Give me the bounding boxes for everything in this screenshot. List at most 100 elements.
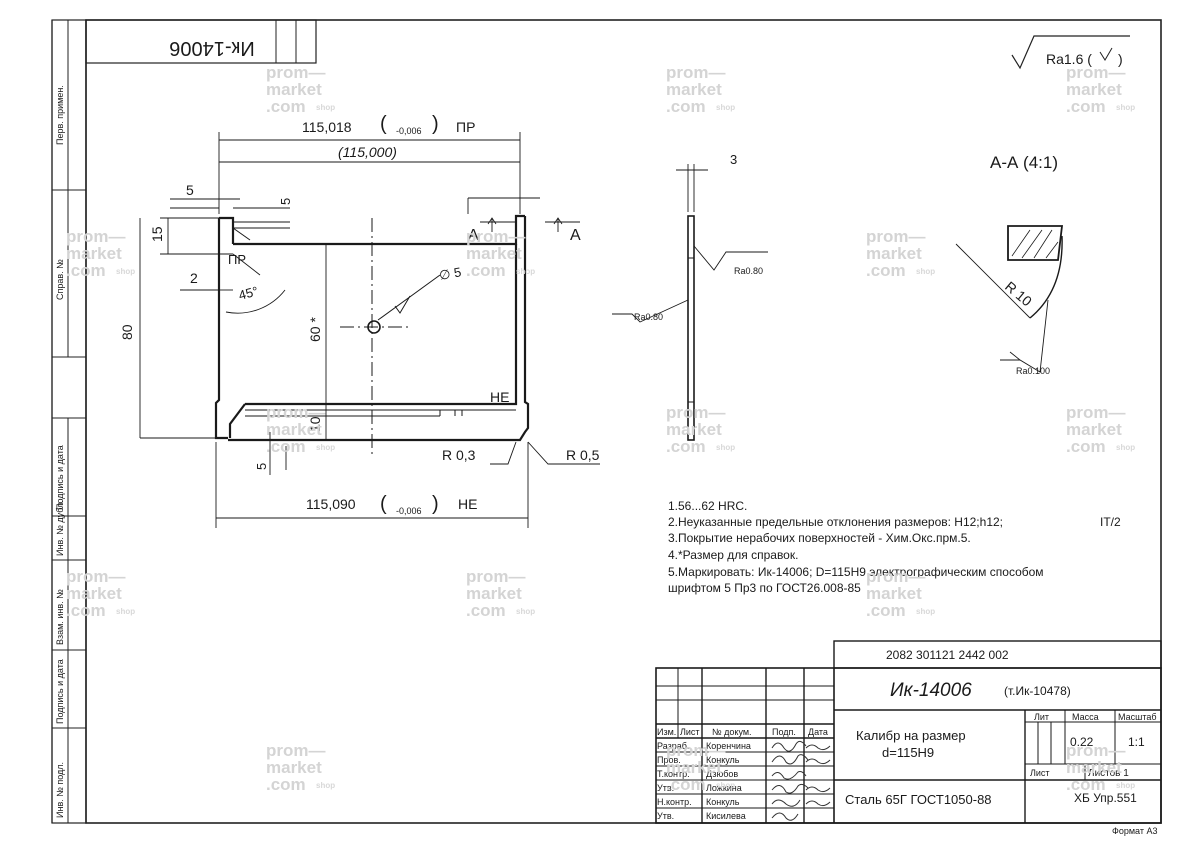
tb-sheet: Лист — [1030, 768, 1050, 778]
tb-head-list: Лист — [680, 727, 700, 737]
title-block-frame — [655, 640, 1162, 824]
dim-top-value: 115,018 — [302, 119, 352, 135]
tb-name-1: Калибр на размер — [856, 728, 966, 743]
svg-text:.com: .com — [1066, 775, 1106, 794]
label-pr-left: ПР — [228, 252, 246, 267]
svg-text:shop: shop — [1116, 443, 1135, 452]
svg-text:prom—: prom— — [666, 741, 726, 760]
svg-text:prom—: prom— — [66, 567, 126, 586]
side-label-2: Справ. № — [55, 259, 65, 300]
svg-text:shop: shop — [716, 781, 735, 790]
side-label-7: Инв. № подл. — [55, 762, 65, 818]
roughness-main: Ra1.6 ( ) — [1011, 35, 1130, 70]
watermark: prom— market .com shop — [266, 741, 335, 794]
tb-name-row-6: Кисилева — [706, 811, 746, 821]
side-label-3: Подпись и дата — [55, 445, 65, 510]
dimension-lines — [139, 132, 600, 528]
main-view-thin-lines — [232, 218, 516, 455]
svg-text:prom—: prom— — [666, 63, 726, 82]
svg-text:prom—: prom— — [66, 227, 126, 246]
svg-text:shop: shop — [116, 607, 135, 616]
side-view — [612, 164, 768, 441]
svg-text:market: market — [266, 758, 322, 777]
dim-5-bottom: 5 — [254, 463, 269, 470]
tb-role-6: Утв. — [657, 811, 674, 821]
svg-text:prom—: prom— — [666, 403, 726, 422]
side-label-1: Перв. примен. — [55, 85, 65, 145]
dim-bottom-paren-r: ) — [432, 493, 439, 515]
dim-angle: 45° — [237, 283, 260, 303]
tb-head-sign: Подп. — [772, 727, 796, 737]
svg-text:market: market — [66, 244, 122, 263]
svg-text:.com: .com — [266, 97, 306, 116]
tb-designation: Ик-14006 — [890, 680, 972, 701]
svg-text:.com: .com — [666, 97, 706, 116]
svg-text:market: market — [466, 584, 522, 603]
dim-15: 15 — [149, 226, 165, 242]
svg-text:market: market — [666, 420, 722, 439]
tb-head-date: Дата — [808, 727, 828, 737]
side-label-6: Подпись и дата — [55, 659, 65, 724]
title-block-text: 2082 301121 2442 002 Ик-14006 (т.Ик-1047… — [657, 648, 1157, 836]
svg-text:prom—: prom— — [266, 741, 326, 760]
svg-text:prom—: prom— — [266, 63, 326, 82]
dim-5-vert: 5 — [278, 198, 293, 205]
dim-60: 60 * — [307, 317, 323, 342]
note-3: 3.Покрытие нерабочих поверхностей - Хим.… — [668, 531, 971, 545]
label-ne-right: НЕ — [490, 389, 509, 405]
tb-role-2: Пров. — [657, 755, 681, 765]
svg-text:.com: .com — [1066, 437, 1106, 456]
side-labels: Перв. примен. Справ. № Подпись и дата Ин… — [55, 85, 65, 818]
svg-text:prom—: prom— — [266, 403, 326, 422]
svg-text:prom—: prom— — [866, 567, 926, 586]
watermark: prom— market .com shop — [266, 63, 335, 116]
tb-format: Формат А3 — [1112, 826, 1157, 836]
svg-text:shop: shop — [916, 267, 935, 276]
tb-role-3: Т.контр. — [657, 769, 690, 779]
svg-text:shop: shop — [1116, 781, 1135, 790]
svg-text:prom—: prom— — [466, 227, 526, 246]
watermark: prom— market .com shop — [666, 741, 735, 794]
svg-text:market: market — [466, 244, 522, 263]
dim-top-paren-r: ) — [432, 113, 439, 135]
svg-text:.com: .com — [266, 437, 306, 456]
technical-notes: 1.56...62 HRC. 2.Неуказанные предельные … — [668, 499, 1121, 595]
roughness-section: Ra0.100 — [1016, 366, 1050, 376]
tb-name-row-1: Коренчина — [706, 741, 751, 751]
section-view — [955, 225, 1064, 373]
svg-text:.com: .com — [266, 775, 306, 794]
tb-name-2: d=115Н9 — [882, 745, 934, 760]
dim-r05: R 0,5 — [566, 447, 600, 463]
svg-text:.com: .com — [66, 261, 106, 280]
svg-text:shop: shop — [316, 103, 335, 112]
watermark: prom— market .com shop — [466, 567, 535, 620]
dim-80: 80 — [119, 324, 135, 340]
tb-col-lit: Лит — [1034, 712, 1049, 722]
svg-text:shop: shop — [716, 103, 735, 112]
svg-text:.com: .com — [666, 437, 706, 456]
dim-diam5: ∅ 5 — [438, 264, 462, 283]
roughness-side-left: Ra0.80 — [634, 312, 663, 322]
watermark: prom— market .com shop — [466, 227, 535, 280]
svg-text:shop: shop — [1116, 103, 1135, 112]
dim-5-top-left: 5 — [186, 182, 194, 198]
tb-name-row-2: Конкуль — [706, 755, 740, 765]
svg-text:shop: shop — [916, 607, 935, 616]
svg-text:market: market — [66, 584, 122, 603]
tb-scale: 1:1 — [1128, 735, 1145, 749]
dim-r03: R 0,3 — [442, 447, 476, 463]
svg-text:shop: shop — [716, 443, 735, 452]
tb-head-izm: Изм. — [657, 727, 676, 737]
svg-text:.com: .com — [466, 601, 506, 620]
watermark: prom— market .com shop — [1066, 403, 1135, 456]
svg-text:market: market — [266, 80, 322, 99]
watermark: prom— market .com shop — [666, 63, 735, 116]
watermark: prom— market .com shop — [866, 567, 935, 620]
svg-text:prom—: prom— — [866, 227, 926, 246]
tb-role-5: Н.контр. — [657, 797, 692, 807]
svg-text:market: market — [866, 244, 922, 263]
watermark: prom— market .com shop — [66, 227, 135, 280]
side-label-5: Взам. инв. № — [55, 589, 65, 645]
tb-code: 2082 301121 2442 002 — [886, 648, 1009, 662]
